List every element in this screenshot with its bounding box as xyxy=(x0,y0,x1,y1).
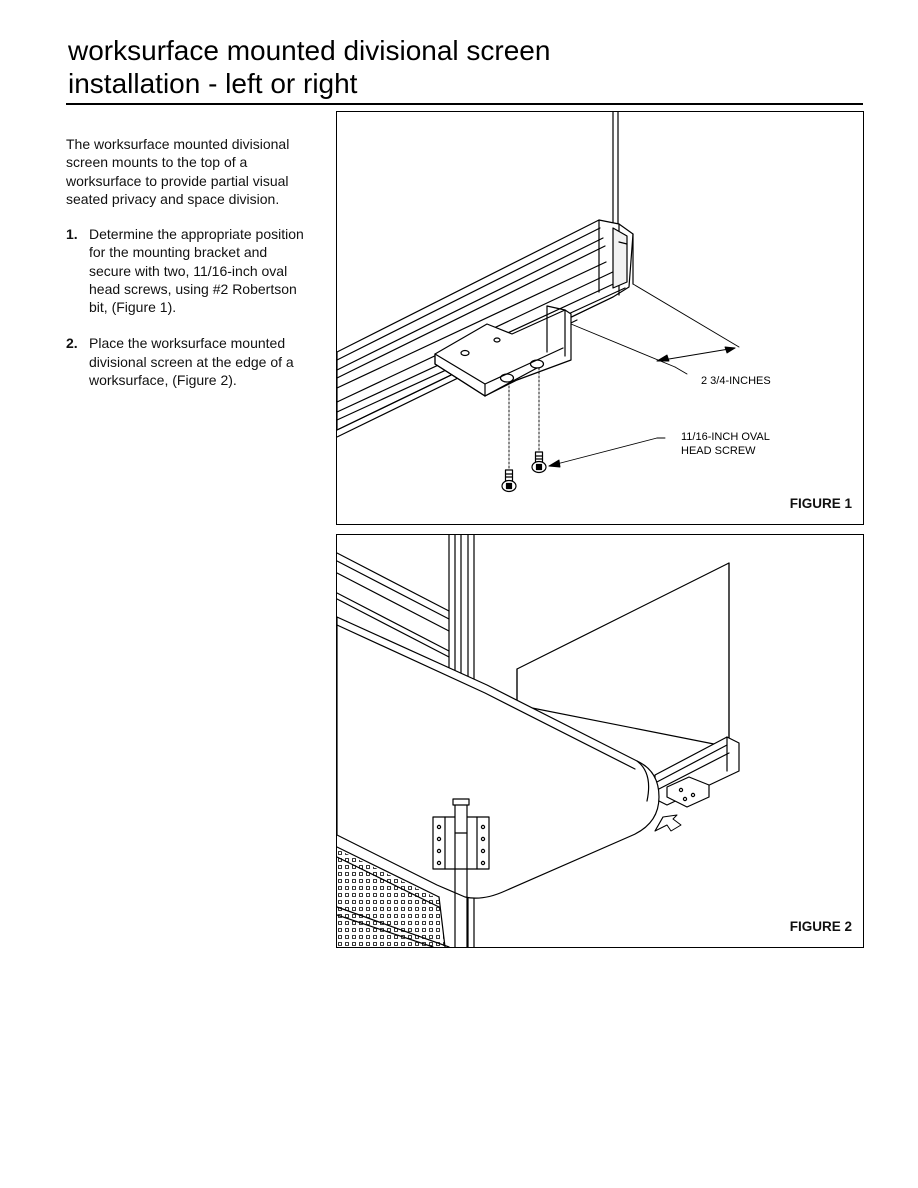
mounting-bracket xyxy=(434,305,572,397)
figure-1-drawing xyxy=(337,112,740,493)
screen-mounting-bracket xyxy=(666,776,710,808)
intro-paragraph: The worksurface mounted divisional scree… xyxy=(66,136,290,207)
installation-steps: 1. Determine the appropriate position fo… xyxy=(66,225,311,407)
screw-guide-lines xyxy=(508,367,540,471)
step-1-number: 1. xyxy=(66,226,78,242)
step-1: 1. Determine the appropriate position fo… xyxy=(66,225,311,316)
screw-leader-line xyxy=(548,437,666,468)
step-2-number: 2. xyxy=(66,335,78,352)
back-panel-frame xyxy=(337,552,450,658)
step-1-text: Determine the appropriate position for t… xyxy=(89,226,304,316)
oval-head-screw-2 xyxy=(531,451,547,474)
page-title-line-2: installation - left or right xyxy=(68,68,358,99)
support-bracket xyxy=(432,798,490,947)
dimension-callout: 2 3/4-INCHES xyxy=(701,375,771,387)
figure-1-label: FIGURE 1 xyxy=(789,496,852,511)
screw-callout-line-2: HEAD SCREW xyxy=(681,445,756,457)
page-title-line-1: worksurface mounted divisional screen xyxy=(68,35,551,66)
step-2-text: Place the worksurface mounted divisional… xyxy=(89,335,294,389)
screw-callout: 11/16-INCH OVAL HEAD SCREW xyxy=(681,430,770,458)
perforated-modesty-panel xyxy=(337,849,446,947)
screw-callout-line-1: 11/16-INCH OVAL xyxy=(681,431,770,443)
title-divider xyxy=(66,103,863,105)
vertical-post xyxy=(612,112,619,225)
page-title: worksurface mounted divisional screen in… xyxy=(68,34,868,100)
step-2: 2. Place the worksurface mounted divisio… xyxy=(66,334,311,389)
figure-1: 2 3/4-INCHES 11/16-INCH OVAL HEAD SCREW … xyxy=(336,111,864,525)
figure-2: FIGURE 2 xyxy=(336,534,864,948)
placement-arrow xyxy=(654,814,682,832)
figure-2-drawing xyxy=(337,535,740,947)
figure-2-label: FIGURE 2 xyxy=(789,919,852,934)
oval-head-screw-1 xyxy=(501,469,517,493)
dimension-lines xyxy=(570,283,740,375)
